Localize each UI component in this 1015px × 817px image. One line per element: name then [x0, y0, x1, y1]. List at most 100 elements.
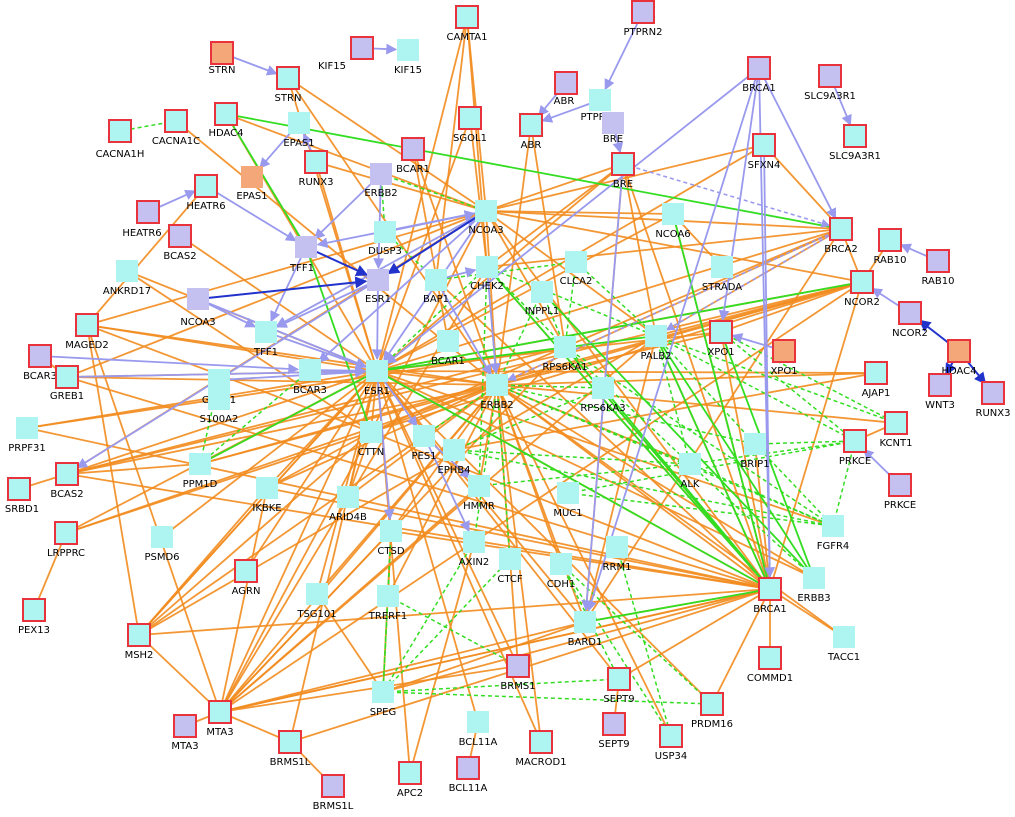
node-srbd1[interactable]: SRBD1	[5, 477, 39, 515]
node-box-maged2[interactable]	[75, 313, 99, 337]
node-speg[interactable]: SPEG	[370, 681, 396, 718]
node-ptprn2[interactable]: PTPRN2	[581, 89, 620, 123]
node-macrod1[interactable]: MACROD1	[515, 730, 567, 768]
node-cacna1h[interactable]: CACNA1H	[96, 119, 145, 160]
node-clca2[interactable]: CLCA2	[560, 251, 593, 287]
node-box-chek2[interactable]	[476, 256, 498, 278]
node-brms1l_lav[interactable]: BRMS1L	[313, 774, 354, 812]
node-ncoa6[interactable]: NCOA6	[655, 203, 691, 240]
node-box-ncor2[interactable]	[850, 270, 874, 294]
node-box-abr_lav[interactable]	[554, 71, 578, 95]
node-ncor2[interactable]: NCOR2	[844, 270, 880, 308]
node-box-bcar1_top[interactable]	[401, 137, 425, 161]
node-strn_top[interactable]: STRN	[209, 41, 236, 76]
node-brca1[interactable]: BRCA1	[753, 577, 787, 615]
node-box-rps6ka3[interactable]	[592, 377, 614, 399]
node-chek2[interactable]: CHEK2	[470, 256, 504, 292]
node-axin2[interactable]: AXIN2	[459, 531, 489, 568]
node-fgfr4[interactable]: FGFR4	[817, 515, 850, 552]
node-s100a2[interactable]: S100A2	[200, 388, 239, 425]
node-tff1_lav[interactable]: TFF1	[289, 236, 317, 274]
node-box-bcas2[interactable]	[55, 462, 79, 486]
node-box-psmd6[interactable]	[151, 526, 173, 548]
node-box-ncor2_lav[interactable]	[898, 301, 922, 325]
node-box-ncoa3_lav[interactable]	[187, 288, 209, 310]
node-alk[interactable]: ALK	[679, 453, 701, 490]
node-abr_lav[interactable]: ABR	[554, 71, 578, 107]
node-box-tff1_lav[interactable]	[295, 236, 317, 258]
node-box-bcl11a[interactable]	[467, 711, 489, 733]
node-box-arid4b[interactable]	[337, 486, 359, 508]
node-esr1_lav[interactable]: ESR1	[365, 269, 391, 305]
node-box-commd1[interactable]	[758, 646, 782, 670]
node-box-inppl1[interactable]	[531, 281, 553, 303]
node-box-ephb4[interactable]	[443, 439, 465, 461]
node-hdac4_sal[interactable]: HDAC4	[941, 339, 977, 377]
node-palb2[interactable]: PALB2	[640, 325, 672, 362]
node-box-lrpprc[interactable]	[54, 521, 78, 545]
node-kif15_a[interactable]: KIF15	[318, 36, 374, 72]
node-xpo1[interactable]: XPO1	[707, 320, 735, 358]
node-box-prkce[interactable]	[843, 429, 867, 453]
node-tsg101[interactable]: TSG101	[296, 583, 337, 620]
node-box-heatr6_lav[interactable]	[136, 200, 160, 224]
node-epas1_sal[interactable]: EPAS1	[236, 166, 268, 202]
node-box-runx3_top[interactable]	[304, 150, 328, 174]
node-box-heatr6[interactable]	[194, 174, 218, 198]
node-strada[interactable]: STRADA	[702, 256, 742, 293]
node-agrn[interactable]: AGRN	[232, 559, 261, 597]
node-box-prkce_lav[interactable]	[888, 473, 912, 497]
node-box-bcl11a_lav[interactable]	[456, 756, 480, 780]
node-box-cacna1c[interactable]	[164, 109, 188, 133]
node-box-agrn[interactable]	[234, 559, 258, 583]
node-kif15_b[interactable]: KIF15	[394, 39, 422, 76]
node-box-brca2[interactable]	[829, 217, 853, 241]
node-box-axin2[interactable]	[463, 531, 485, 553]
node-slc9a3r1[interactable]: SLC9A3R1	[829, 124, 881, 162]
node-bcas2[interactable]: BCAS2	[50, 462, 84, 500]
node-esr1[interactable]: ESR1	[364, 360, 390, 397]
node-brms1l[interactable]: BRMS1L	[270, 730, 311, 768]
node-erbb3[interactable]: ERBB3	[797, 567, 831, 604]
node-apc2[interactable]: APC2	[397, 761, 423, 799]
node-ncoa3_lav[interactable]: NCOA3	[180, 288, 216, 328]
node-prdm16[interactable]: PRDM16	[691, 692, 733, 730]
node-greb1[interactable]: GREB1	[50, 365, 84, 402]
node-ptprn2_top[interactable]: PTPRN2	[624, 0, 663, 38]
node-bcl11a[interactable]: BCL11A	[459, 711, 498, 748]
node-psmd6[interactable]: PSMD6	[144, 526, 180, 563]
node-arid4b[interactable]: ARID4B	[329, 486, 367, 523]
node-box-fgfr4[interactable]	[822, 515, 844, 537]
node-box-rrm1[interactable]	[606, 536, 628, 558]
node-box-sfxn4[interactable]	[752, 133, 776, 157]
node-box-ajap1[interactable]	[864, 361, 888, 385]
node-box-brip1[interactable]	[744, 433, 766, 455]
node-box-camta1[interactable]	[455, 5, 479, 29]
node-box-greb1[interactable]	[55, 365, 79, 389]
node-box-strn_top[interactable]	[210, 41, 234, 65]
node-bre[interactable]: BRE	[611, 152, 635, 190]
node-dusp3[interactable]: DUSP3	[368, 221, 402, 257]
node-box-prdm16[interactable]	[700, 692, 724, 716]
node-ikbke[interactable]: IKBKE	[252, 477, 282, 514]
node-box-mta3_lav[interactable]	[173, 714, 197, 738]
node-bcar1_top[interactable]: BCAR1	[396, 137, 430, 175]
node-box-esr1[interactable]	[366, 360, 388, 382]
node-sfxn4[interactable]: SFXN4	[748, 133, 781, 171]
node-box-erbb2_lav[interactable]	[370, 163, 392, 185]
node-trerf1[interactable]: TRERF1	[368, 585, 407, 622]
node-kcnt1[interactable]: KCNT1	[880, 411, 913, 449]
node-box-msh2[interactable]	[127, 623, 151, 647]
node-box-erbb3[interactable]	[803, 567, 825, 589]
node-ctcf[interactable]: CTCF	[497, 548, 523, 585]
node-pex13[interactable]: PEX13	[18, 598, 50, 636]
node-box-xpo1_sal[interactable]	[772, 339, 796, 363]
node-lrpprc[interactable]: LRPPRC	[47, 521, 85, 559]
node-box-apc2[interactable]	[398, 761, 422, 785]
node-box-cacna1h[interactable]	[108, 119, 132, 143]
node-usp34[interactable]: USP34	[655, 724, 687, 762]
node-bcar3_lav[interactable]: BCAR3	[23, 344, 57, 382]
node-box-tsg101[interactable]	[306, 583, 328, 605]
node-box-runx3[interactable]	[981, 381, 1005, 405]
node-box-bcas2_top[interactable]	[168, 224, 192, 248]
